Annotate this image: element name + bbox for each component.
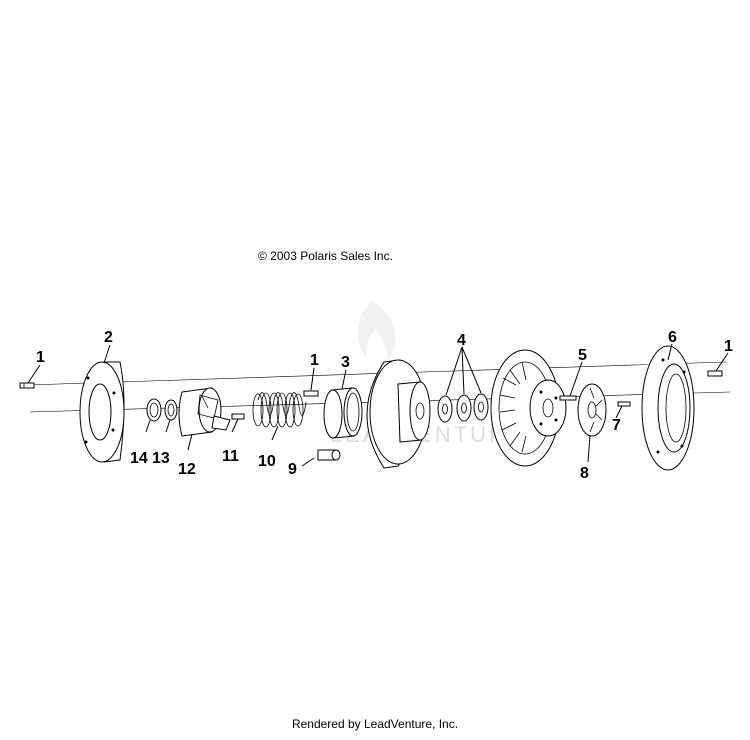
part-outer-cover: [641, 345, 695, 471]
callout-13: 13: [152, 450, 170, 467]
part-cam: [178, 387, 231, 437]
part-snap-ring: [146, 398, 162, 422]
callout-5: 5: [578, 347, 587, 364]
part-cover-plate: [79, 361, 125, 463]
callout-1-left: 1: [36, 349, 45, 366]
leader-lines: [27, 343, 729, 467]
part-retainer: [577, 383, 607, 437]
copyright-notice: © 2003 Polaris Sales Inc.: [258, 249, 393, 263]
callout-9: 9: [288, 461, 297, 478]
part-spring: [252, 392, 307, 428]
part-fixed-sheave: [490, 349, 567, 467]
callout-4: 4: [457, 332, 466, 349]
callout-2: 2: [104, 329, 113, 346]
part-washers: [437, 393, 489, 423]
part-bolt-left: [19, 382, 35, 389]
part-bolt-center: [303, 390, 319, 397]
part-bolt-right: [707, 370, 723, 377]
callout-14: 14: [130, 450, 148, 467]
part-screw: [617, 401, 631, 407]
part-fitting: [317, 449, 341, 461]
part-washer: [164, 399, 178, 421]
callout-7: 7: [612, 417, 621, 434]
callout-3: 3: [341, 354, 350, 371]
part-moveable-sheave: [366, 359, 431, 469]
part-sleeve: [323, 387, 363, 439]
leadventure-flame-icon: [357, 300, 396, 362]
part-stud: [559, 395, 577, 401]
callout-12: 12: [178, 461, 196, 478]
callout-11: 11: [222, 448, 239, 465]
callout-1-right: 1: [724, 338, 733, 355]
callout-labels: 1 2 1 3 4 5 6 1 14 13 12 11 10 9 8 7: [36, 329, 733, 482]
callout-6: 6: [668, 329, 677, 346]
footer-credit: Rendered by LeadVenture, Inc.: [291, 717, 459, 731]
callout-1-center: 1: [310, 352, 319, 369]
callout-8: 8: [580, 465, 589, 482]
callout-10: 10: [258, 453, 276, 470]
part-pin: [231, 413, 245, 420]
